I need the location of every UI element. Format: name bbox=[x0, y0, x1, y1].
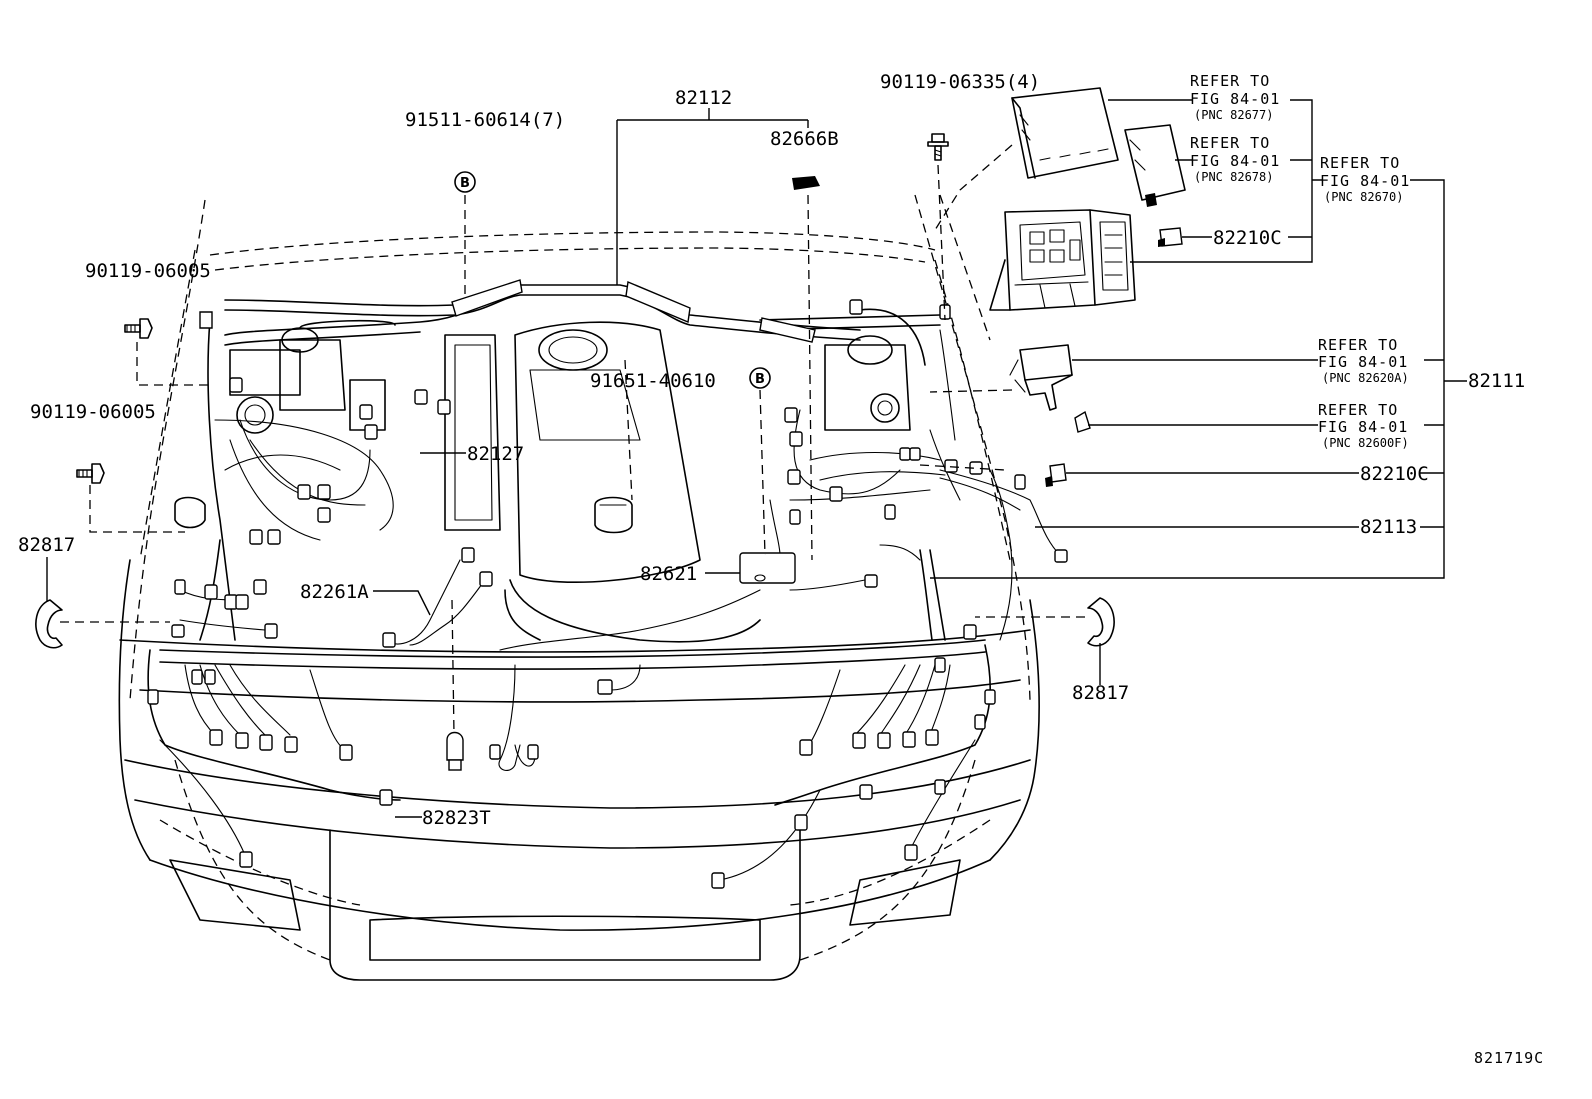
label-82210c-mid: 82210C bbox=[1360, 463, 1429, 485]
clip-mark-b-label: B bbox=[755, 372, 765, 387]
grommet-82817-left bbox=[35, 599, 63, 649]
label-82817-left: 82817 bbox=[18, 534, 75, 556]
label-91511-60614: 91511-60614(7) bbox=[405, 109, 565, 131]
grommet-82817-right bbox=[1087, 597, 1115, 647]
locator-dashes bbox=[60, 144, 1085, 736]
ref-note-82620a: REFER TO FIG 84-01 (PNC 82620A) bbox=[1318, 336, 1409, 385]
leader-lines bbox=[46, 99, 1467, 818]
ref-line3: (PNC 82620A) bbox=[1322, 371, 1409, 385]
ref-line2: FIG 84-01 bbox=[1190, 152, 1280, 170]
engine-assembly bbox=[444, 321, 761, 643]
ref-line1: REFER TO bbox=[1190, 134, 1270, 152]
ref-line2: FIG 84-01 bbox=[1320, 172, 1410, 190]
label-82111: 82111 bbox=[1468, 370, 1525, 392]
clip-mark-group-b: B bbox=[749, 367, 771, 389]
bolt-90119-06005-a bbox=[124, 318, 153, 339]
label-82823t: 82823T bbox=[422, 807, 491, 829]
fuse-relay-boxes bbox=[989, 87, 1186, 487]
label-82210c-top: 82210C bbox=[1213, 227, 1282, 249]
ref-line1: REFER TO bbox=[1190, 72, 1270, 90]
vehicle-body-outline bbox=[118, 194, 1040, 981]
label-82666b: 82666B bbox=[770, 128, 839, 150]
clip-mark-group-a: B bbox=[454, 171, 476, 193]
label-82113: 82113 bbox=[1360, 516, 1417, 538]
clip-mark-b-label: B bbox=[460, 176, 470, 191]
ref-line1: REFER TO bbox=[1318, 401, 1398, 419]
label-82621: 82621 bbox=[640, 563, 697, 585]
part-labels: 82112 91511-60614(7) 82666B 90119-06335(… bbox=[18, 71, 1544, 1067]
ref-note-82678: REFER TO FIG 84-01 (PNC 82678) bbox=[1190, 134, 1280, 184]
label-90119-06335: 90119-06335(4) bbox=[880, 71, 1040, 93]
ref-line1: REFER TO bbox=[1320, 154, 1400, 172]
label-90119-06005-a: 90119-06005 bbox=[85, 260, 211, 282]
ref-note-82677: REFER TO FIG 84-01 (PNC 82677) bbox=[1190, 72, 1280, 122]
ref-line3: (PNC 82600F) bbox=[1322, 436, 1409, 450]
clip-82666b bbox=[792, 176, 820, 190]
ref-line2: FIG 84-01 bbox=[1318, 418, 1408, 436]
fasteners bbox=[35, 133, 1115, 649]
ref-note-82600f: REFER TO FIG 84-01 (PNC 82600F) bbox=[1318, 401, 1409, 450]
label-91651-40610: 91651-40610 bbox=[590, 370, 716, 392]
ref-line2: FIG 84-01 bbox=[1190, 90, 1280, 108]
main-harness bbox=[147, 279, 1061, 881]
label-82112: 82112 bbox=[675, 87, 732, 109]
ref-line3: (PNC 82678) bbox=[1194, 170, 1273, 184]
label-90119-06005-b: 90119-06005 bbox=[30, 401, 156, 423]
bolt-90119-06335 bbox=[927, 133, 949, 161]
ref-line2: FIG 84-01 bbox=[1318, 353, 1408, 371]
ref-line3: (PNC 82670) bbox=[1324, 190, 1403, 204]
reference-notes: REFER TO FIG 84-01 (PNC 82677) REFER TO … bbox=[1190, 72, 1410, 450]
harness-connectors bbox=[147, 299, 1068, 889]
ref-line1: REFER TO bbox=[1318, 336, 1398, 354]
label-82261a: 82261A bbox=[300, 581, 369, 603]
ref-line3: (PNC 82677) bbox=[1194, 108, 1273, 122]
label-82127: 82127 bbox=[467, 443, 524, 465]
ref-note-82670: REFER TO FIG 84-01 (PNC 82670) bbox=[1320, 154, 1410, 204]
bolt-90119-06005-b bbox=[76, 463, 105, 484]
label-82817-right: 82817 bbox=[1072, 682, 1129, 704]
figure-id: 821719C bbox=[1474, 1049, 1544, 1067]
